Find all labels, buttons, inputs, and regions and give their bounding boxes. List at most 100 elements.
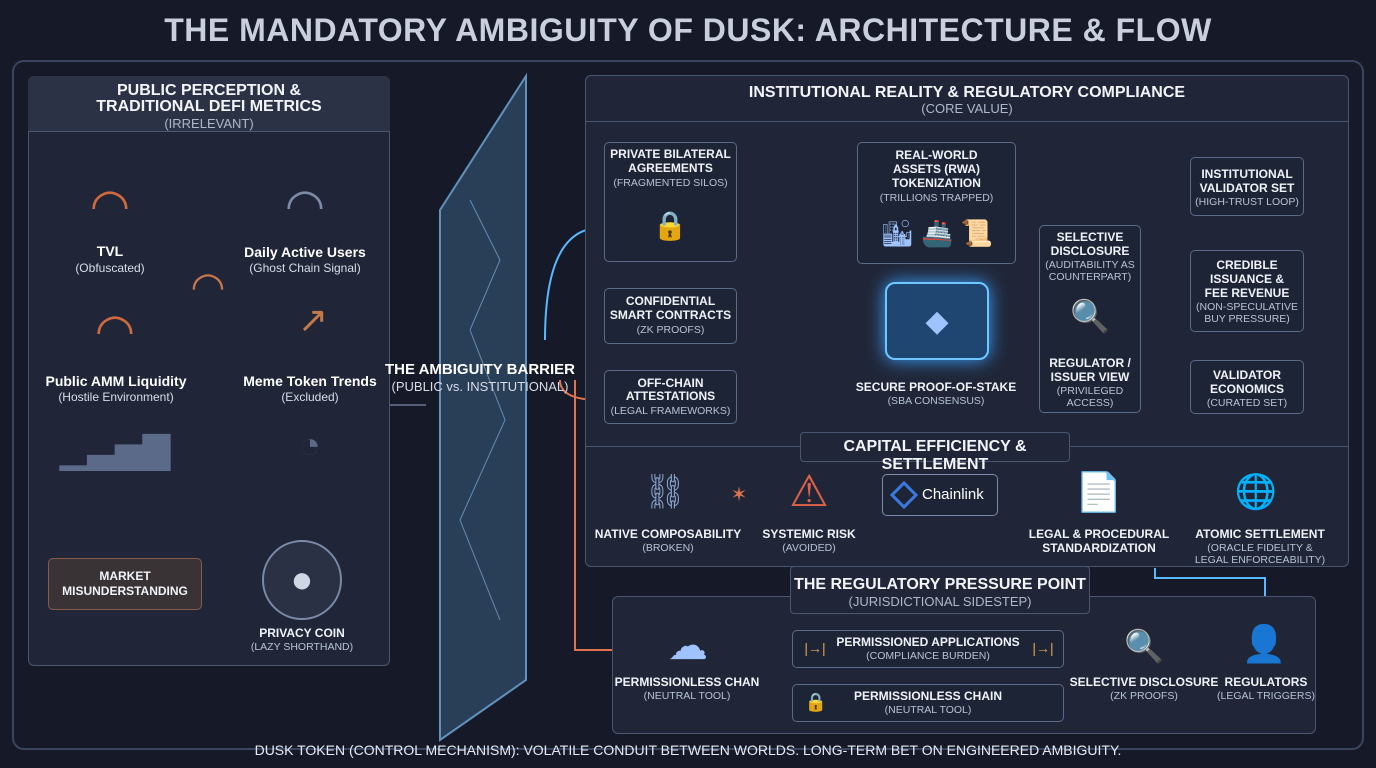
trend-chart-icon: ↗	[297, 299, 329, 340]
broken-chain-icon: ⛓	[643, 473, 687, 511]
regulatory-header: THE REGULATORY PRESSURE POINT	[794, 576, 1086, 593]
bar-chart-icon: ▁▃▅▇	[59, 429, 171, 470]
conf-sub: (ZK PROOFS)	[636, 324, 705, 336]
secure-chip-icon: ◆	[885, 282, 989, 360]
risk-sub: (AVOIDED)	[782, 542, 836, 554]
spark-icon: ✶	[730, 483, 748, 506]
amm-sub: (Hostile Environment)	[58, 390, 174, 404]
permless-sub: (NEUTRAL TOOL)	[643, 690, 731, 702]
amm-label: Public AMM Liquidity	[45, 373, 187, 389]
institutional-header-sub: (CORE VALUE)	[921, 101, 1013, 116]
bracket-arrow-icon: |→|	[1032, 640, 1054, 656]
permapps-label: PERMISSIONED APPLICATIONS	[836, 635, 1020, 649]
reg-line2: ISSUER VIEW	[1050, 370, 1130, 384]
meme-label: Meme Token Trends	[243, 373, 377, 389]
selective-disclosure-box	[1039, 225, 1141, 413]
rwa-line3: TOKENIZATION	[892, 176, 981, 190]
sel-line2: DISCLOSURE	[1050, 244, 1130, 258]
footer-text: DUSK TOKEN (CONTROL MECHANISM): VOLATILE…	[254, 742, 1122, 758]
native-label: NATIVE COMPOSABILITY	[594, 527, 742, 541]
gauge-icon: ◠	[89, 179, 131, 231]
lock-icon: 🔒	[804, 691, 828, 712]
buildings-ship-certificate-icon: 🏙 🚢 📜	[880, 217, 994, 248]
gauge-icon: ◠	[94, 304, 136, 356]
legal-line2: STANDARDIZATION	[1042, 541, 1156, 555]
rwa-line1: REAL-WORLD	[895, 148, 978, 162]
risk-label: SYSTEMIC RISK	[762, 527, 856, 541]
hacker-icon: ●	[262, 540, 342, 620]
rwa-sub: (TRILLIONS TRAPPED)	[879, 192, 994, 204]
credible-issuance-box	[1190, 250, 1304, 332]
document-magnifier-icon: 🔍	[1124, 628, 1164, 664]
chainlink-box	[882, 474, 998, 516]
private-sub: (FRAGMENTED SILOS)	[613, 177, 728, 189]
conf-line2: SMART CONTRACTS	[609, 308, 732, 322]
regs-sub: (LEGAL TRIGGERS)	[1216, 690, 1316, 702]
warning-icon: ⚠	[789, 466, 829, 516]
public-perception-header	[28, 76, 390, 132]
institutional-header: INSTITUTIONAL REALITY & REGULATORY COMPL…	[748, 84, 1186, 101]
atomic-sub2: LEGAL ENFORCEABILITY)	[1194, 554, 1326, 566]
rwa-tokenization-box	[857, 142, 1016, 264]
tvl-label: TVL	[96, 243, 124, 259]
permless-label: PERMISSIONLESS CHAN	[614, 675, 760, 689]
atomic-label: ATOMIC SETTLEMENT	[1195, 527, 1325, 541]
market-line2: MISUNDERSTANDING	[62, 584, 188, 598]
privacy-coin-label: PRIVACY COIN	[259, 626, 345, 640]
conf-line1: CONFIDENTIAL	[625, 294, 716, 308]
tvl-sub: (Obfuscated)	[75, 261, 145, 275]
privacy-coin-sub: (LAZY SHORTHAND)	[250, 641, 354, 653]
regulatory-header-sub: (JURISDICTIONAL SIDESTEP)	[848, 594, 1032, 609]
reg-sub2: ACCESS)	[1066, 397, 1114, 409]
private-line1: PRIVATE BILATERAL	[610, 147, 731, 161]
document-magnifier-icon: 🔍	[1070, 297, 1110, 334]
document-icon: 📄	[1075, 472, 1123, 514]
public-header-line1: PUBLIC PERCEPTION &	[116, 82, 301, 99]
sel-sub1: (AUDITABILITY AS	[1045, 259, 1135, 271]
val-line2: VALIDATOR SET	[1199, 181, 1295, 195]
econ-line1: VALIDATOR	[1213, 368, 1281, 382]
cred-line1: CREDIBLE	[1216, 258, 1278, 272]
cred-sub1: (NON-SPECULATIVE	[1196, 301, 1298, 313]
meme-sub: (Excluded)	[281, 390, 339, 404]
val-sub: (HIGH-TRUST LOOP)	[1195, 196, 1299, 208]
offchain-line2: ATTESTATIONS	[625, 389, 716, 403]
outer-frame	[12, 60, 1364, 750]
cred-line3: FEE REVENUE	[1204, 286, 1290, 300]
market-misunderstanding-box	[48, 558, 202, 610]
sel-sub2: COUNTERPART)	[1048, 271, 1132, 283]
offchain-sub: (LEGAL FRAMEWORKS)	[610, 405, 731, 417]
globe-document-icon: 🌐	[1234, 473, 1278, 511]
permissioned-apps-box	[792, 630, 1064, 668]
reg-sub1: (PRIVILEGED	[1056, 385, 1124, 397]
pos-sub: (SBA CONSENSUS)	[887, 395, 985, 407]
cloud-lock-icon: ☁	[668, 624, 708, 668]
rwa-line2: ASSETS (RWA)	[892, 162, 981, 176]
regs-label: REGULATORS	[1224, 675, 1308, 689]
page-title: THE MANDATORY AMBIGUITY OF DUSK: ARCHITE…	[164, 12, 1212, 48]
val-line1: INSTITUTIONAL	[1201, 167, 1293, 181]
regulatory-header-tab	[790, 566, 1090, 614]
offchain-line1: OFF-CHAIN	[637, 376, 704, 390]
econ-sub: (CURATED SET)	[1206, 397, 1288, 409]
public-header-sub: (IRRELEVANT)	[164, 116, 254, 131]
pos-label: SECURE PROOF-OF-STAKE	[855, 380, 1017, 394]
capital-header: CAPITAL EFFICIENCY & SETTLEMENT	[843, 438, 1027, 473]
econ-line2: ECONOMICS	[1209, 382, 1284, 396]
regulator-person-icon: 👤	[1241, 623, 1287, 664]
permchain-sub: (NEUTRAL TOOL)	[884, 704, 972, 716]
gauge-icon: ◠	[190, 265, 226, 309]
private-agreements-box	[604, 142, 737, 262]
institutional-divider	[585, 121, 1349, 122]
private-line2: AGREEMENTS	[628, 161, 713, 175]
dau-label: Daily Active Users	[244, 244, 366, 260]
market-line1: MARKET	[99, 569, 151, 583]
chainlink-label: Chainlink	[922, 486, 984, 503]
permchain-label: PERMISSIONLESS CHAIN	[853, 689, 1003, 703]
handshake-lock-icon: 🔒	[652, 209, 688, 241]
dau-sub: (Ghost Chain Signal)	[249, 261, 361, 275]
pie-chart-icon: ◔	[299, 424, 321, 465]
barrier-sub: (PUBLIC vs. INSTITUTIONAL)	[391, 379, 569, 394]
offchain-attestations-box	[604, 370, 737, 424]
cred-sub2: BUY PRESSURE)	[1204, 313, 1290, 325]
